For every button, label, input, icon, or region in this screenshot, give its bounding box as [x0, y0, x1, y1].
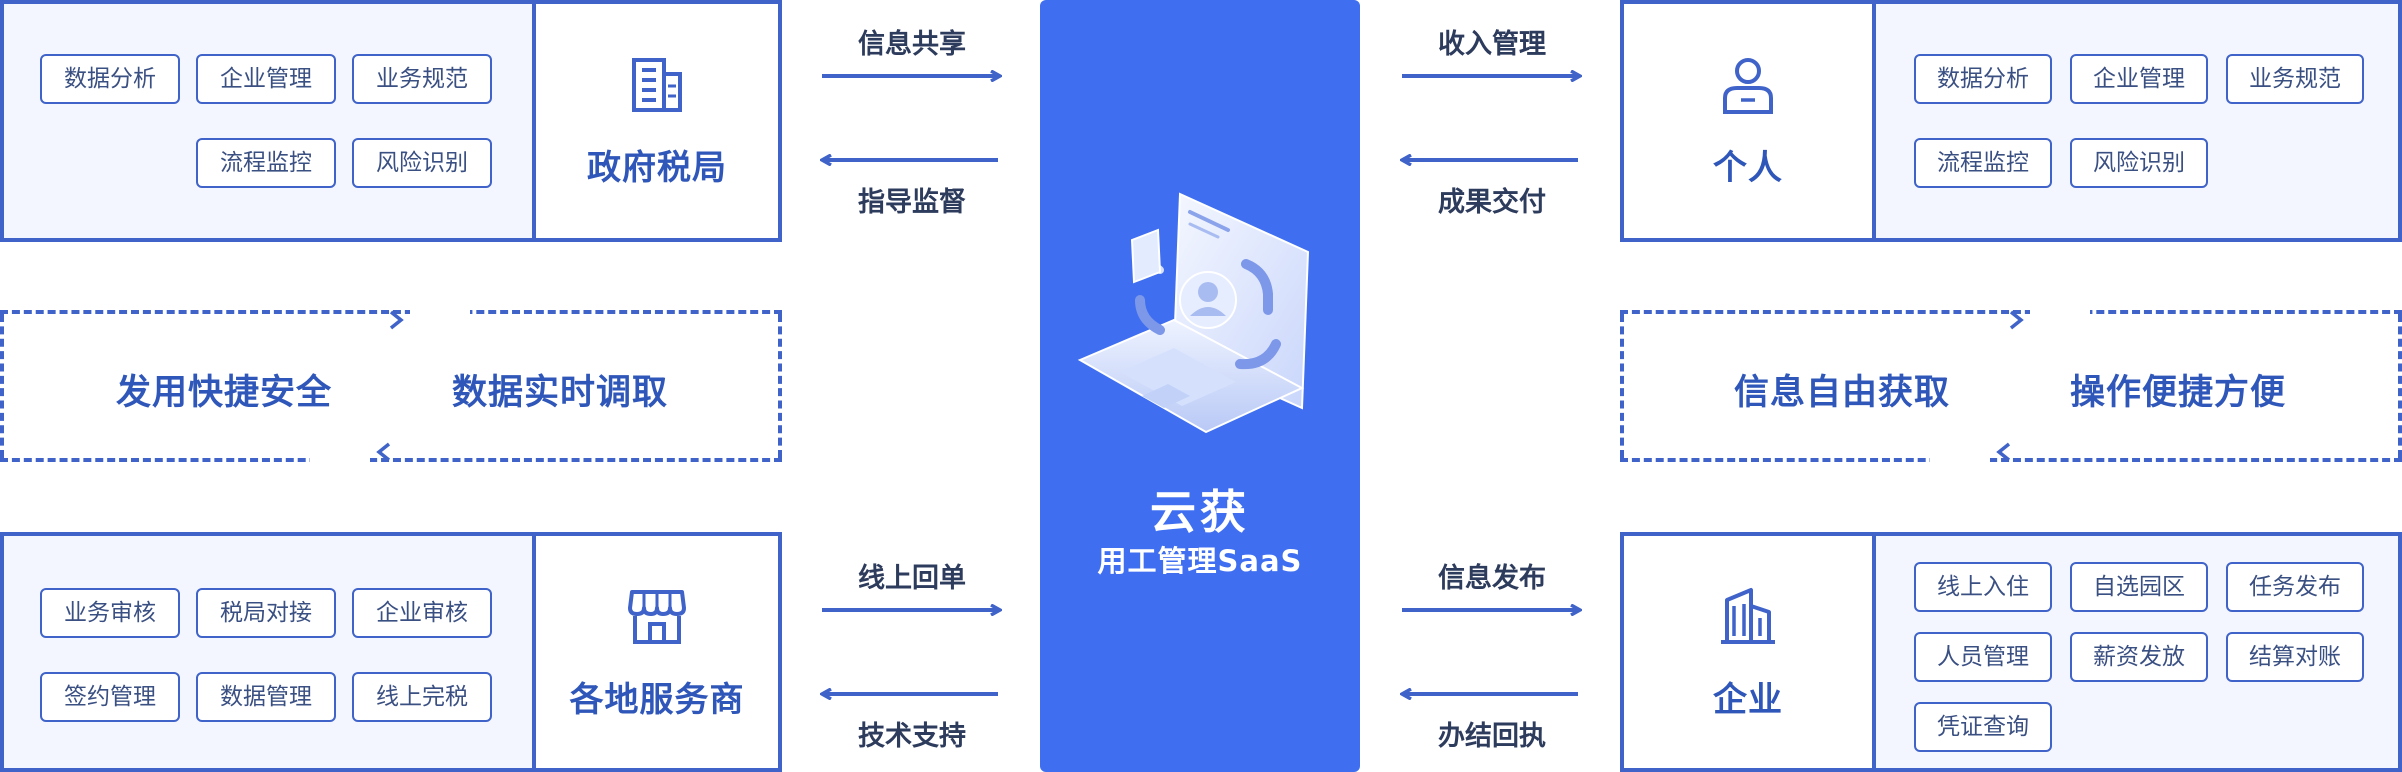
- chevron-left-icon: [376, 442, 391, 462]
- dash-edge: [778, 314, 782, 458]
- feature-fast-safe: 发用快捷安全: [116, 373, 333, 413]
- flow-label-provider-in: 技术支持: [858, 721, 966, 752]
- building-icon: [632, 58, 682, 112]
- panel-divider: [532, 4, 536, 238]
- feature-left-arrows: [376, 310, 404, 462]
- panel-gov-right: 政府税局: [536, 4, 778, 238]
- dash-gap: [2030, 306, 2090, 318]
- chevron-left-icon: [1996, 442, 2011, 462]
- saas-title: 云获: [1150, 485, 1250, 539]
- tag-data-management[interactable]: 数据管理: [196, 672, 336, 722]
- panel-gov-tags-area: [4, 4, 532, 238]
- flow-label-gov-out: 信息共享: [858, 29, 966, 60]
- dash-edge: [2398, 314, 2402, 458]
- saas-subtitle: 用工管理SaaS: [1097, 544, 1303, 578]
- panel-divider: [532, 536, 536, 768]
- panel-label-enterprise: 企业: [1713, 680, 1783, 720]
- dash-edge: [1620, 314, 1624, 458]
- tag-process-monitoring[interactable]: 流程监控: [196, 138, 336, 188]
- store-icon: [628, 590, 686, 644]
- tag-process-monitoring[interactable]: 流程监控: [1914, 138, 2052, 188]
- tag-salary-payout[interactable]: 薪资发放: [2070, 632, 2208, 682]
- flow-label-provider-out: 线上回单: [858, 563, 966, 594]
- tag-tax-bureau-connect[interactable]: 税局对接: [196, 588, 336, 638]
- tag-enterprise-review[interactable]: 企业审核: [352, 588, 492, 638]
- panel-individual-tags-area: [1876, 4, 2398, 238]
- dash-gap: [1930, 454, 1990, 466]
- chevron-right-icon: [2009, 310, 2024, 330]
- tag-business-standard[interactable]: 业务规范: [2226, 54, 2364, 104]
- flow-label-gov-in: 指导监督: [858, 187, 966, 218]
- tag-voucher-query[interactable]: 凭证查询: [1914, 702, 2052, 752]
- panel-label-provider: 各地服务商: [569, 680, 745, 720]
- feature-realtime-data: 数据实时调取: [452, 373, 669, 413]
- tag-business-standard[interactable]: 业务规范: [352, 54, 492, 104]
- feature-free-info: 信息自由获取: [1734, 373, 1951, 413]
- tag-data-analysis[interactable]: 数据分析: [1914, 54, 2052, 104]
- feature-box-left: 发用快捷安全 数据实时调取: [0, 306, 782, 466]
- panel-enterprise-left: 企业: [1624, 536, 1872, 768]
- office-building-icon: [1721, 588, 1775, 644]
- panel-label-individual: 个人: [1713, 148, 1783, 188]
- panel-enterprise: 企业 线上入住 自选园区 任务发布 人员管理 薪资发放 结算对账 凭证查询: [1620, 532, 2402, 772]
- panel-divider: [1872, 4, 1876, 238]
- panel-provider-tags-area: [4, 536, 532, 768]
- laptop-illustration-icon: [1077, 192, 1310, 434]
- tag-contract-management[interactable]: 签约管理: [40, 672, 180, 722]
- tag-online-checkin[interactable]: 线上入住: [1914, 562, 2052, 612]
- tag-choose-park[interactable]: 自选园区: [2070, 562, 2208, 612]
- tag-publish-task[interactable]: 任务发布: [2226, 562, 2364, 612]
- tag-enterprise-management[interactable]: 企业管理: [196, 54, 336, 104]
- tag-settlement-reconcile[interactable]: 结算对账: [2226, 632, 2364, 682]
- flow-label-enterprise-in: 办结回执: [1438, 721, 1546, 752]
- panel-individual: 个人 数据分析 企业管理 业务规范 流程监控 风险识别: [1620, 0, 2402, 242]
- dash-gap: [310, 454, 370, 466]
- chevron-right-icon: [389, 310, 404, 330]
- panel-individual-left: 个人: [1624, 4, 1872, 238]
- tag-online-tax-payment[interactable]: 线上完税: [352, 672, 492, 722]
- feature-right-arrows: [1996, 310, 2024, 462]
- tag-risk-identification[interactable]: 风险识别: [2070, 138, 2208, 188]
- flow-label-individual-out: 收入管理: [1438, 29, 1546, 60]
- flow-label-enterprise-out: 信息发布: [1438, 563, 1546, 594]
- panel-provider-right: 各地服务商: [536, 536, 778, 768]
- tag-data-analysis[interactable]: 数据分析: [40, 54, 180, 104]
- dash-edge: [0, 314, 4, 458]
- saas-center-card: 云获 用工管理SaaS: [1040, 0, 1360, 772]
- flow-label-individual-in: 成果交付: [1438, 187, 1546, 218]
- panel-gov-tax-bureau: 数据分析 企业管理 业务规范 流程监控 风险识别 政府税局: [0, 0, 782, 242]
- panel-service-provider: 业务审核 税局对接 企业审核 签约管理 数据管理 线上完税 各地服务商: [0, 532, 782, 772]
- tag-business-review[interactable]: 业务审核: [40, 588, 180, 638]
- panel-divider: [1872, 536, 1876, 768]
- feature-easy-operation: 操作便捷方便: [2070, 373, 2287, 413]
- panel-label-gov: 政府税局: [587, 148, 727, 188]
- person-icon: [1723, 58, 1773, 114]
- tag-enterprise-management[interactable]: 企业管理: [2070, 54, 2208, 104]
- dash-gap: [410, 306, 470, 318]
- tag-risk-identification[interactable]: 风险识别: [352, 138, 492, 188]
- tag-staff-management[interactable]: 人员管理: [1914, 632, 2052, 682]
